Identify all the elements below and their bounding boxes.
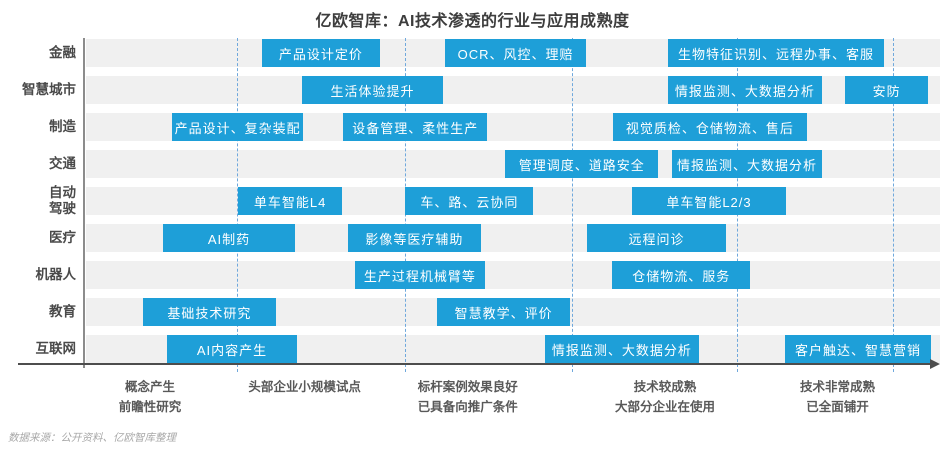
x-axis-arrowhead-icon bbox=[930, 359, 940, 369]
row-track: AI制药 影像等医疗辅助 远程问诊 bbox=[86, 224, 940, 252]
maturity-bar: 单车智能L4 bbox=[238, 187, 343, 215]
industry-label: 医疗 bbox=[49, 230, 76, 246]
maturity-bar: 视觉质检、仓储物流、售后 bbox=[612, 113, 807, 141]
stage-label: 技术较成熟 大部分企业在使用 bbox=[614, 380, 716, 414]
industry-row: 机器人 生产过程机械臂等 仓储物流、服务 bbox=[0, 261, 945, 298]
industry-row: 智慧城市 生活体验提升 情报监测、大数据分析安防 bbox=[0, 76, 945, 113]
stage-separator-line bbox=[571, 38, 573, 372]
industry-row: 互联网 AI内容产生 情报监测、大数据分析 客户触达、智慧营销 bbox=[0, 335, 945, 372]
maturity-bar: 情报监测、大数据分析 bbox=[544, 335, 700, 363]
industry-row: 金融 产品设计定价 OCR、风控、理赔 生物特征识别、远程办事、客服 bbox=[0, 39, 945, 76]
row-track: 产品设计定价 OCR、风控、理赔 生物特征识别、远程办事、客服 bbox=[86, 39, 940, 67]
industry-label: 自动 驾驶 bbox=[49, 185, 76, 216]
industry-row: 医疗 AI制药 影像等医疗辅助 远程问诊 bbox=[0, 224, 945, 261]
industry-label: 教育 bbox=[49, 304, 76, 320]
maturity-bar: 生产过程机械臂等 bbox=[355, 261, 485, 289]
maturity-bar: 基础技术研究 bbox=[143, 298, 276, 326]
maturity-bar: 智慧教学、评价 bbox=[436, 298, 571, 326]
y-axis-line bbox=[83, 38, 85, 368]
maturity-bar: 管理调度、道路安全 bbox=[505, 150, 659, 178]
maturity-bar: AI制药 bbox=[162, 224, 296, 252]
maturity-bar: 远程问诊 bbox=[587, 224, 726, 252]
maturity-bar: 安防 bbox=[845, 76, 929, 104]
stage-label: 技术非常成熟 已全面铺开 bbox=[800, 380, 876, 414]
stage-separator-line bbox=[237, 38, 239, 372]
maturity-bar: 产品设计、复杂装配 bbox=[172, 113, 303, 141]
maturity-bar: 车、路、云协同 bbox=[405, 187, 534, 215]
stage-labels: 概念产生 前瞻性研究 头部企业小规模试点 标杆案例效果良好 已具备向推广条件 技术较成… bbox=[86, 377, 940, 423]
row-track: 基础技术研究 智慧教学、评价 bbox=[86, 298, 940, 326]
x-axis-line bbox=[18, 363, 932, 365]
industry-label: 互联网 bbox=[35, 341, 77, 357]
maturity-bar: 产品设计定价 bbox=[261, 39, 380, 67]
row-track: 产品设计、复杂装配 设备管理、柔性生产 视觉质检、仓储物流、售后 bbox=[86, 113, 940, 141]
maturity-bar: 生物特征识别、远程办事、客服 bbox=[667, 39, 885, 67]
maturity-bar: 仓储物流、服务 bbox=[612, 261, 751, 289]
industry-label: 金融 bbox=[49, 45, 76, 61]
row-track: 单车智能L4 车、路、云协同 单车智能L2/3 bbox=[86, 187, 940, 215]
industry-row: 自动 驾驶 单车智能L4 车、路、云协同 单车智能L2/3 bbox=[0, 185, 945, 224]
industry-row: 教育 基础技术研究 智慧教学、评价 bbox=[0, 298, 945, 335]
chart-title: 亿欧智库：AI技术渗透的行业与应用成熟度 bbox=[315, 13, 630, 30]
industry-label: 机器人 bbox=[35, 267, 77, 283]
row-track: 管理调度、道路安全情报监测、大数据分析 bbox=[86, 150, 940, 178]
row-track: 生产过程机械臂等 仓储物流、服务 bbox=[86, 261, 940, 289]
maturity-bar: 情报监测、大数据分析 bbox=[667, 76, 823, 104]
maturity-bar: 情报监测、大数据分析 bbox=[671, 150, 823, 178]
maturity-bar: AI内容产生 bbox=[167, 335, 297, 363]
maturity-bar: 客户触达、智慧营销 bbox=[785, 335, 931, 363]
industry-label: 交通 bbox=[49, 156, 76, 172]
stage-label: 标杆案例效果良好 已具备向推广条件 bbox=[417, 380, 518, 414]
stage-label: 概念产生 前瞻性研究 bbox=[118, 380, 182, 414]
maturity-bar: 生活体验提升 bbox=[302, 76, 443, 104]
row-track: AI内容产生 情报监测、大数据分析 客户触达、智慧营销 bbox=[86, 335, 940, 363]
industry-label: 制造 bbox=[49, 119, 76, 135]
maturity-bar: 影像等医疗辅助 bbox=[348, 224, 481, 252]
industry-row: 制造 产品设计、复杂装配 设备管理、柔性生产 视觉质检、仓储物流、售后 bbox=[0, 113, 945, 150]
source-note: 数据来源：公开资料、亿欧智库整理 bbox=[8, 432, 176, 444]
stage-label: 头部企业小规模试点 bbox=[248, 380, 361, 394]
industry-label: 智慧城市 bbox=[22, 82, 76, 98]
maturity-bar: 设备管理、柔性生产 bbox=[343, 113, 488, 141]
row-track: 生活体验提升 情报监测、大数据分析安防 bbox=[86, 76, 940, 104]
maturity-bar: OCR、风控、理赔 bbox=[444, 39, 587, 67]
maturity-bar: 单车智能L2/3 bbox=[631, 187, 787, 215]
industry-row: 交通管理调度、道路安全情报监测、大数据分析 bbox=[0, 150, 945, 187]
stage-separator-line bbox=[893, 38, 895, 372]
